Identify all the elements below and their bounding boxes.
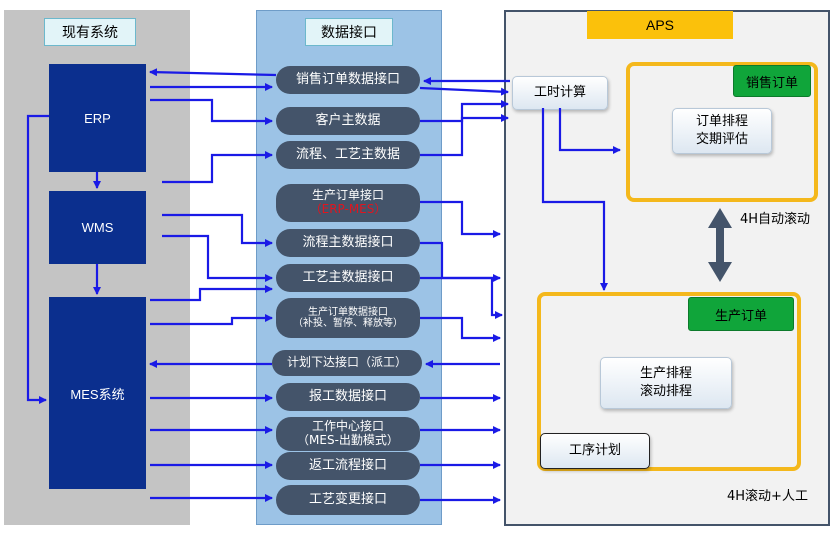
interface-work-center: 工作中心接口 （MES-出勤模式） [276, 417, 420, 451]
box-line: 生产排程 [639, 366, 692, 382]
interface-routing-change: 工艺变更接口 [276, 485, 420, 515]
interface-label: 计划下达接口（派工） [286, 355, 407, 370]
interface-plan-dispatch: 计划下达接口（派工） [272, 350, 422, 376]
interface-label: 流程、工艺主数据 [295, 146, 400, 162]
wms-system-block: WMS [49, 191, 146, 264]
interface-label: 客户主数据 [315, 112, 381, 128]
mes-system-block: MES系统 [49, 297, 146, 489]
sales-order-tag: 销售订单 [733, 65, 811, 97]
interface-sales-order: 销售订单数据接口 [276, 66, 420, 94]
interface-label: 生产订单接口 [311, 188, 384, 203]
data-interfaces-title: 数据接口 [305, 18, 393, 46]
interface-label: 生产订单数据接口 [308, 306, 388, 318]
interface-label: 返工流程接口 [308, 457, 387, 473]
interface-production-order-data: 生产订单数据接口 （补投、暂停、释放等） [276, 298, 420, 338]
order-scheduling-box: 订单排程 交期评估 [672, 108, 772, 154]
existing-systems-title: 现有系统 [44, 18, 136, 46]
interface-label: 流程主数据接口 [302, 234, 394, 250]
interface-label: 工作中心接口 [311, 419, 384, 434]
production-scheduling-box: 生产排程 滚动排程 [600, 357, 732, 409]
interface-sublabel: （ERP-MES） [309, 202, 387, 216]
auto-rolling-label: 4H自动滚动 [740, 212, 811, 227]
interface-label: 工艺变更接口 [308, 491, 387, 507]
aps-title: APS [587, 11, 733, 39]
interface-label: 工艺主数据接口 [302, 269, 394, 285]
interface-process-routing-master: 流程、工艺主数据 [276, 141, 420, 169]
interface-label: 销售订单数据接口 [295, 71, 400, 87]
interface-sublabel: （补投、暂停、释放等） [293, 318, 403, 329]
interface-work-report: 报工数据接口 [276, 383, 420, 411]
box-line: 交期评估 [695, 132, 748, 147]
interface-rework-process: 返工流程接口 [276, 452, 420, 480]
box-line: 订单排程 [695, 114, 748, 130]
box-line: 滚动排程 [639, 384, 692, 399]
manual-rolling-label: 4H滚动+人工 [727, 489, 808, 504]
production-order-frame [537, 292, 801, 471]
process-plan-box: 工序计划 [540, 433, 650, 469]
erp-system-block: ERP [49, 64, 146, 172]
interface-label: 报工数据接口 [308, 388, 387, 404]
sales-order-frame [626, 62, 818, 202]
production-order-tag: 生产订单 [688, 297, 794, 331]
rolling-double-arrow [708, 208, 732, 282]
interface-sublabel: （MES-出勤模式） [297, 433, 399, 447]
interface-production-order-erp-mes: 生产订单接口 （ERP-MES） [276, 184, 420, 222]
interface-routing-master: 工艺主数据接口 [276, 264, 420, 292]
interface-process-master: 流程主数据接口 [276, 229, 420, 257]
interface-customer-master: 客户主数据 [276, 107, 420, 135]
